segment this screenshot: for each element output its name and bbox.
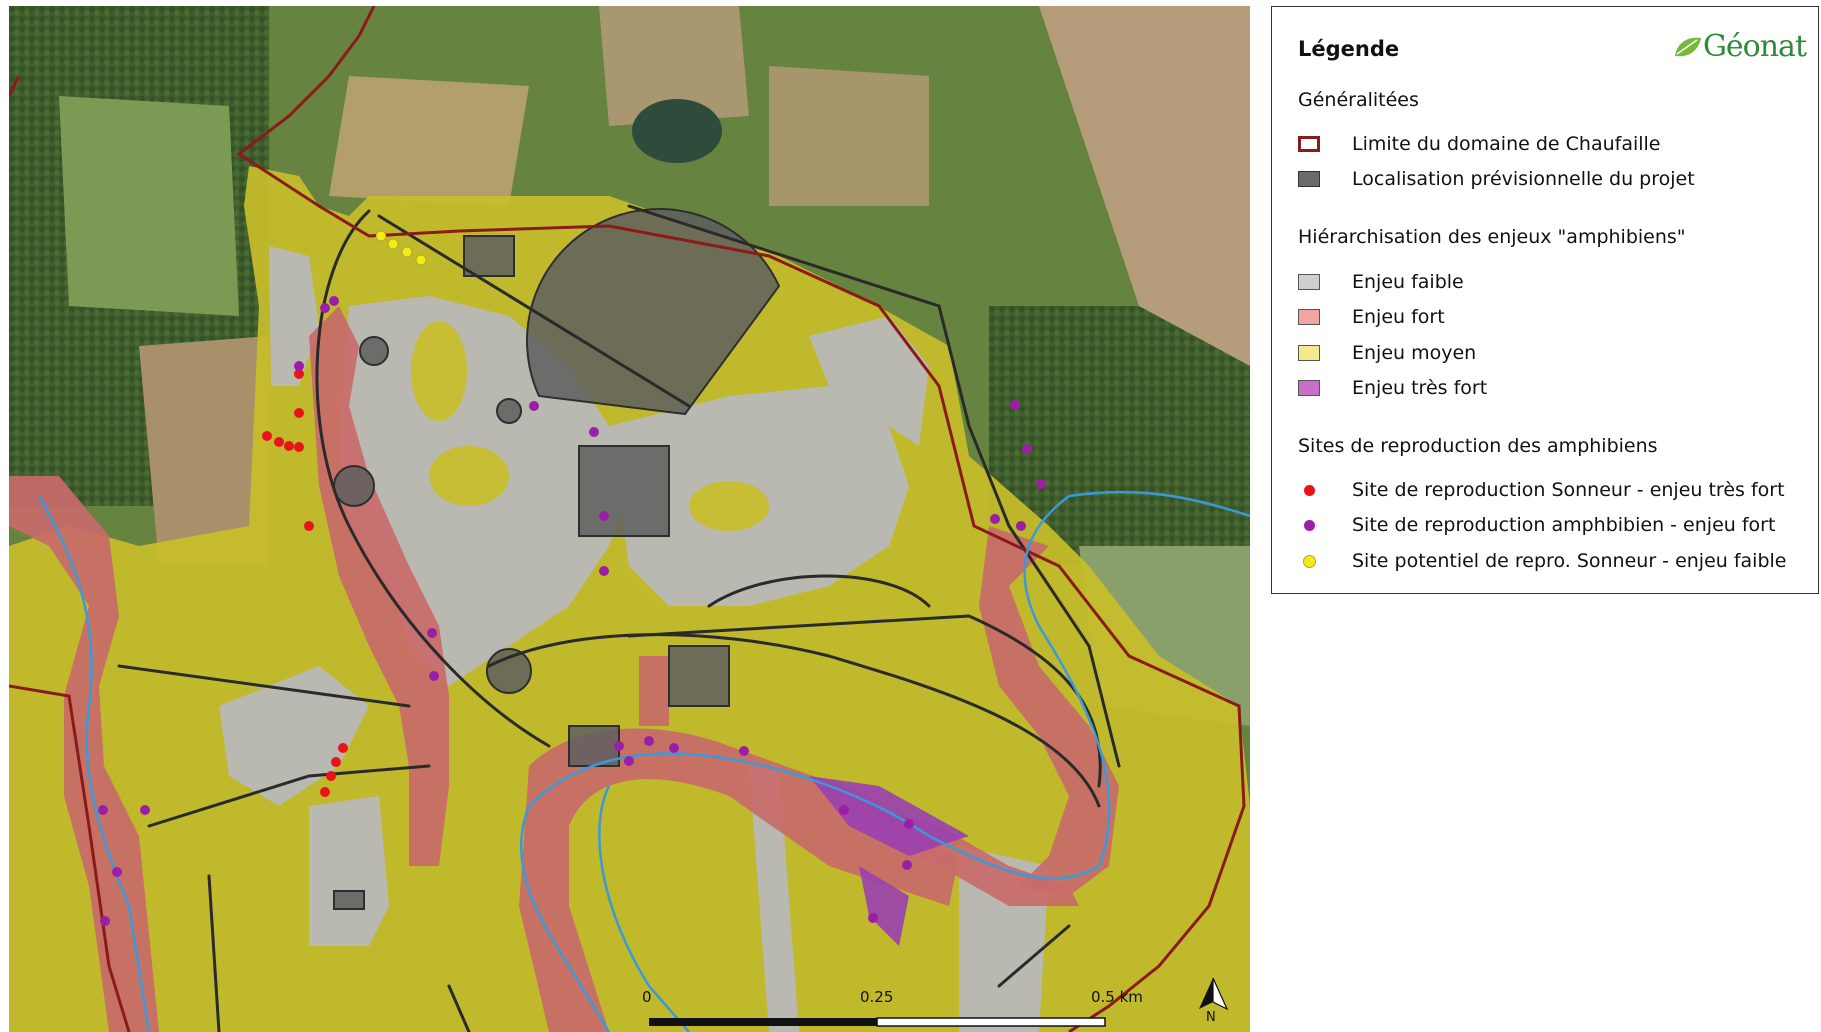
legend-swatch xyxy=(1298,380,1320,396)
sites-sonneur-potentiel[interactable] xyxy=(375,230,427,266)
scale-label: 0 xyxy=(642,988,652,1006)
legend-section-title: Hiérarchisation des enjeux "amphibiens" xyxy=(1298,226,1686,248)
legend-item-label: Site de reproduction amphbibien - enjeu … xyxy=(1352,514,1776,536)
legend-section-title: Généralitées xyxy=(1298,89,1419,111)
legend-panel: Légende Géonat Généralitées Limite du do… xyxy=(1271,6,1819,594)
field-patch xyxy=(59,96,239,316)
legend-item-site-sonneur: Site de reproduction Sonneur - enjeu trè… xyxy=(1298,477,1785,503)
field-patch xyxy=(139,336,269,566)
streams xyxy=(37,490,1250,1032)
legend-item-label: Site de reproduction Sonneur - enjeu trè… xyxy=(1352,479,1785,501)
legend-item-label: Localisation prévisionnelle du projet xyxy=(1352,168,1695,190)
legend-item-enjeu-moyen: Enjeu moyen xyxy=(1298,340,1476,366)
zones-enjeu-moyen-inner xyxy=(411,321,769,531)
domain-boundary-nw xyxy=(9,75,21,97)
domain-boundary[interactable] xyxy=(236,6,1246,1032)
field-patch xyxy=(329,76,529,206)
legend-section-title: Sites de reproduction des amphibiens xyxy=(1298,435,1658,457)
sites-sonneur-tres-fort[interactable] xyxy=(262,369,348,797)
north-arrow-icon xyxy=(1199,977,1229,1011)
legend-dot xyxy=(1304,484,1315,496)
legend-item-label: Enjeu faible xyxy=(1352,271,1464,293)
legend-item-project-location: Localisation prévisionnelle du projet xyxy=(1298,166,1695,192)
legend-swatch xyxy=(1298,345,1320,361)
legend-dot xyxy=(1304,555,1315,567)
north-label: N xyxy=(1206,1010,1216,1025)
legend-item-label: Enjeu moyen xyxy=(1352,342,1477,364)
domain-boundary-west xyxy=(9,684,131,1032)
field-patch xyxy=(769,66,929,206)
field-patch xyxy=(599,6,749,126)
scale-label: 0.25 xyxy=(860,988,894,1006)
legend-item-label: Enjeu très fort xyxy=(1352,377,1488,399)
legend-swatch xyxy=(1298,171,1320,187)
legend-item-enjeu-fort: Enjeu fort xyxy=(1298,304,1445,330)
legend-dot xyxy=(1304,519,1315,531)
legend-item-label: Enjeu fort xyxy=(1352,306,1445,328)
zones-enjeu-faible[interactable] xyxy=(219,246,1049,1032)
sites-amphibien-fort[interactable] xyxy=(98,296,1046,926)
leaf-icon xyxy=(1674,37,1701,56)
legend-item-enjeu-faible: Enjeu faible xyxy=(1298,269,1464,295)
scale-label: 0.5 km xyxy=(1091,988,1143,1006)
map-canvas[interactable]: 0 0.25 0.5 km N xyxy=(9,6,1250,1032)
scale-bar xyxy=(649,1017,1106,1027)
legend-item-domain-limit: Limite du domaine de Chaufaille xyxy=(1298,131,1661,157)
legend-title: Légende xyxy=(1298,37,1400,61)
legend-item-label: Site potentiel de repro. Sonneur - enjeu… xyxy=(1352,550,1787,572)
legend-item-enjeu-tres-fort: Enjeu très fort xyxy=(1298,375,1487,401)
legend-item-site-amphibien: Site de reproduction amphbibien - enjeu … xyxy=(1298,512,1775,538)
legend-item-label: Limite du domaine de Chaufaille xyxy=(1352,133,1661,155)
field-patch xyxy=(1039,6,1250,366)
pond xyxy=(632,99,722,163)
roads xyxy=(117,204,1121,1032)
brand-logo: Géonat xyxy=(1673,29,1807,64)
legend-swatch xyxy=(1298,309,1320,325)
legend-swatch xyxy=(1298,274,1320,290)
project-footprint[interactable] xyxy=(333,207,781,910)
legend-item-site-potentiel: Site potentiel de repro. Sonneur - enjeu… xyxy=(1298,548,1787,574)
map-svg[interactable] xyxy=(9,6,1250,1032)
legend-swatch xyxy=(1298,136,1320,152)
brand-name: Géonat xyxy=(1702,29,1807,64)
